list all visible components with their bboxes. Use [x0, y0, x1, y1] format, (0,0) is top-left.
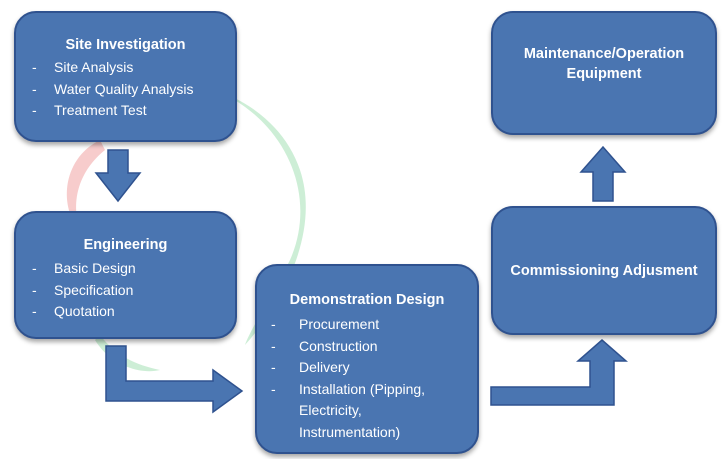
site-investigation-box: Site Investigation Site Analysis Water Q…	[14, 11, 237, 142]
site-investigation-title: Site Investigation	[65, 37, 186, 53]
engineering-list: Basic Design Specification Quotation	[30, 258, 221, 323]
site-investigation-list: Site Analysis Water Quality Analysis Tre…	[30, 57, 221, 122]
commissioning-box: Commissioning Adjusment	[491, 206, 717, 335]
maintenance-title: Maintenance/Operation Equipment	[523, 46, 685, 82]
list-item: Water Quality Analysis	[30, 79, 221, 101]
commissioning-title: Commissioning Adjusment	[510, 262, 698, 279]
arrow-elbow-up-icon	[490, 339, 628, 406]
arrow-up-icon	[579, 145, 627, 202]
list-item: Delivery	[269, 357, 465, 379]
list-item: Procurement	[269, 314, 465, 336]
arrow-elbow-right-icon	[105, 345, 244, 414]
list-item: Specification	[30, 280, 221, 302]
list-item: Site Analysis	[30, 57, 221, 79]
demonstration-design-title: Demonstration Design	[289, 292, 445, 308]
engineering-box: Engineering Basic Design Specification Q…	[14, 211, 237, 339]
demonstration-design-box: Demonstration Design Procurement Constru…	[255, 264, 479, 454]
demonstration-design-list: Procurement Construction Delivery Instal…	[269, 314, 465, 443]
list-item: Installation (Pipping, Electricity, Inst…	[269, 379, 465, 444]
arrow-down-icon	[94, 149, 142, 203]
list-item: Construction	[269, 336, 465, 358]
engineering-title: Engineering	[83, 237, 168, 253]
maintenance-box: Maintenance/Operation Equipment	[491, 11, 717, 135]
list-item: Basic Design	[30, 258, 221, 280]
list-item: Treatment Test	[30, 100, 221, 122]
list-item: Quotation	[30, 301, 221, 323]
